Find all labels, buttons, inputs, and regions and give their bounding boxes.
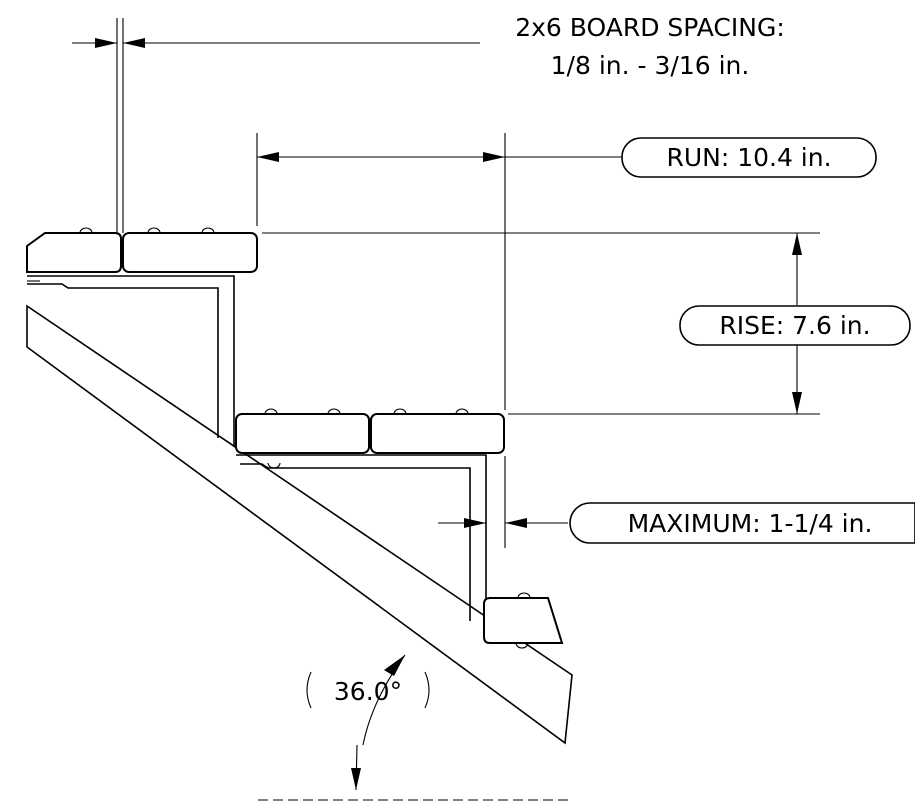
board-spacing-label-line1: 2x6 BOARD SPACING: — [515, 13, 785, 42]
rise-balloon: RISE: 7.6 in. — [679, 305, 911, 346]
upper-tread-board — [122, 232, 258, 273]
middle-tread-board-1 — [235, 413, 370, 454]
angle-label: 36.0° — [334, 677, 402, 706]
upper-tread — [26, 227, 258, 447]
maximum-label: MAXIMUM: 1-1/4 in. — [628, 509, 873, 538]
angle-dimension — [258, 654, 572, 801]
stair-stringer — [26, 304, 573, 745]
board-spacing-label-line2: 1/8 in. - 3/16 in. — [551, 51, 750, 80]
angle-label-group: 36.0° — [306, 671, 430, 709]
lower-tread-board — [483, 597, 564, 644]
middle-tread-board-2 — [370, 413, 505, 454]
run-dimension — [256, 133, 622, 410]
run-label: RUN: 10.4 in. — [666, 143, 831, 172]
maximum-balloon: MAXIMUM: 1-1/4 in. — [569, 502, 915, 544]
lower-tread — [483, 592, 564, 649]
rise-dimension — [262, 232, 820, 415]
middle-tread — [235, 408, 505, 634]
maximum-dimension — [438, 456, 568, 548]
run-balloon: RUN: 10.4 in. — [621, 137, 877, 178]
upper-tread-nosing-board — [26, 232, 122, 273]
rise-label: RISE: 7.6 in. — [719, 311, 870, 340]
board-spacing-dimension — [72, 18, 480, 233]
